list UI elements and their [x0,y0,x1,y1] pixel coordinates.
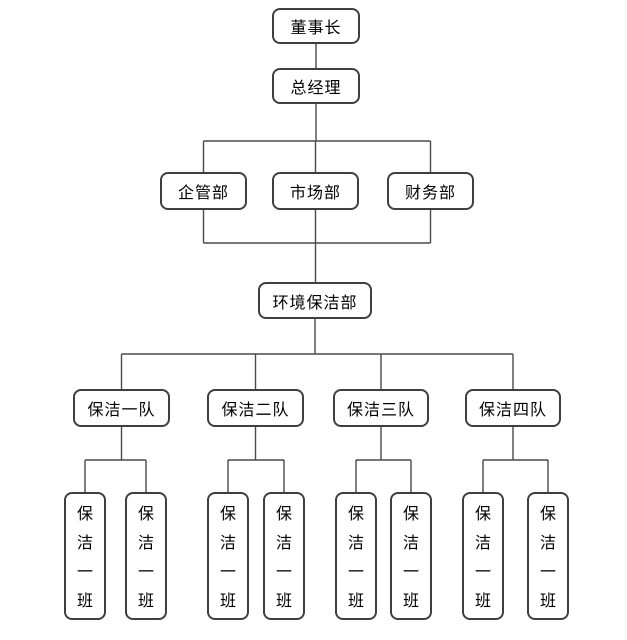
node-squad-1: 保 洁 一 班 [64,492,106,620]
node-squad-7: 保 洁 一 班 [462,492,504,620]
node-squad-4: 保 洁 一 班 [263,492,305,620]
node-squad-6: 保 洁 一 班 [390,492,432,620]
node-team-2: 保洁二队 [207,389,304,427]
node-team-4: 保洁四队 [465,389,561,427]
node-squad-2: 保 洁 一 班 [125,492,167,620]
node-team-3: 保洁三队 [333,389,429,427]
node-dept-enterprise-management: 企管部 [160,172,247,210]
node-squad-8: 保 洁 一 班 [527,492,569,620]
node-cleaning-department: 环境保洁部 [258,282,372,319]
node-general-manager: 总经理 [272,68,360,104]
node-chairman: 董事长 [272,8,360,44]
node-team-1: 保洁一队 [73,389,170,427]
node-squad-5: 保 洁 一 班 [335,492,377,620]
node-dept-finance: 财务部 [387,172,474,210]
node-dept-marketing: 市场部 [272,172,359,210]
node-squad-3: 保 洁 一 班 [207,492,249,620]
